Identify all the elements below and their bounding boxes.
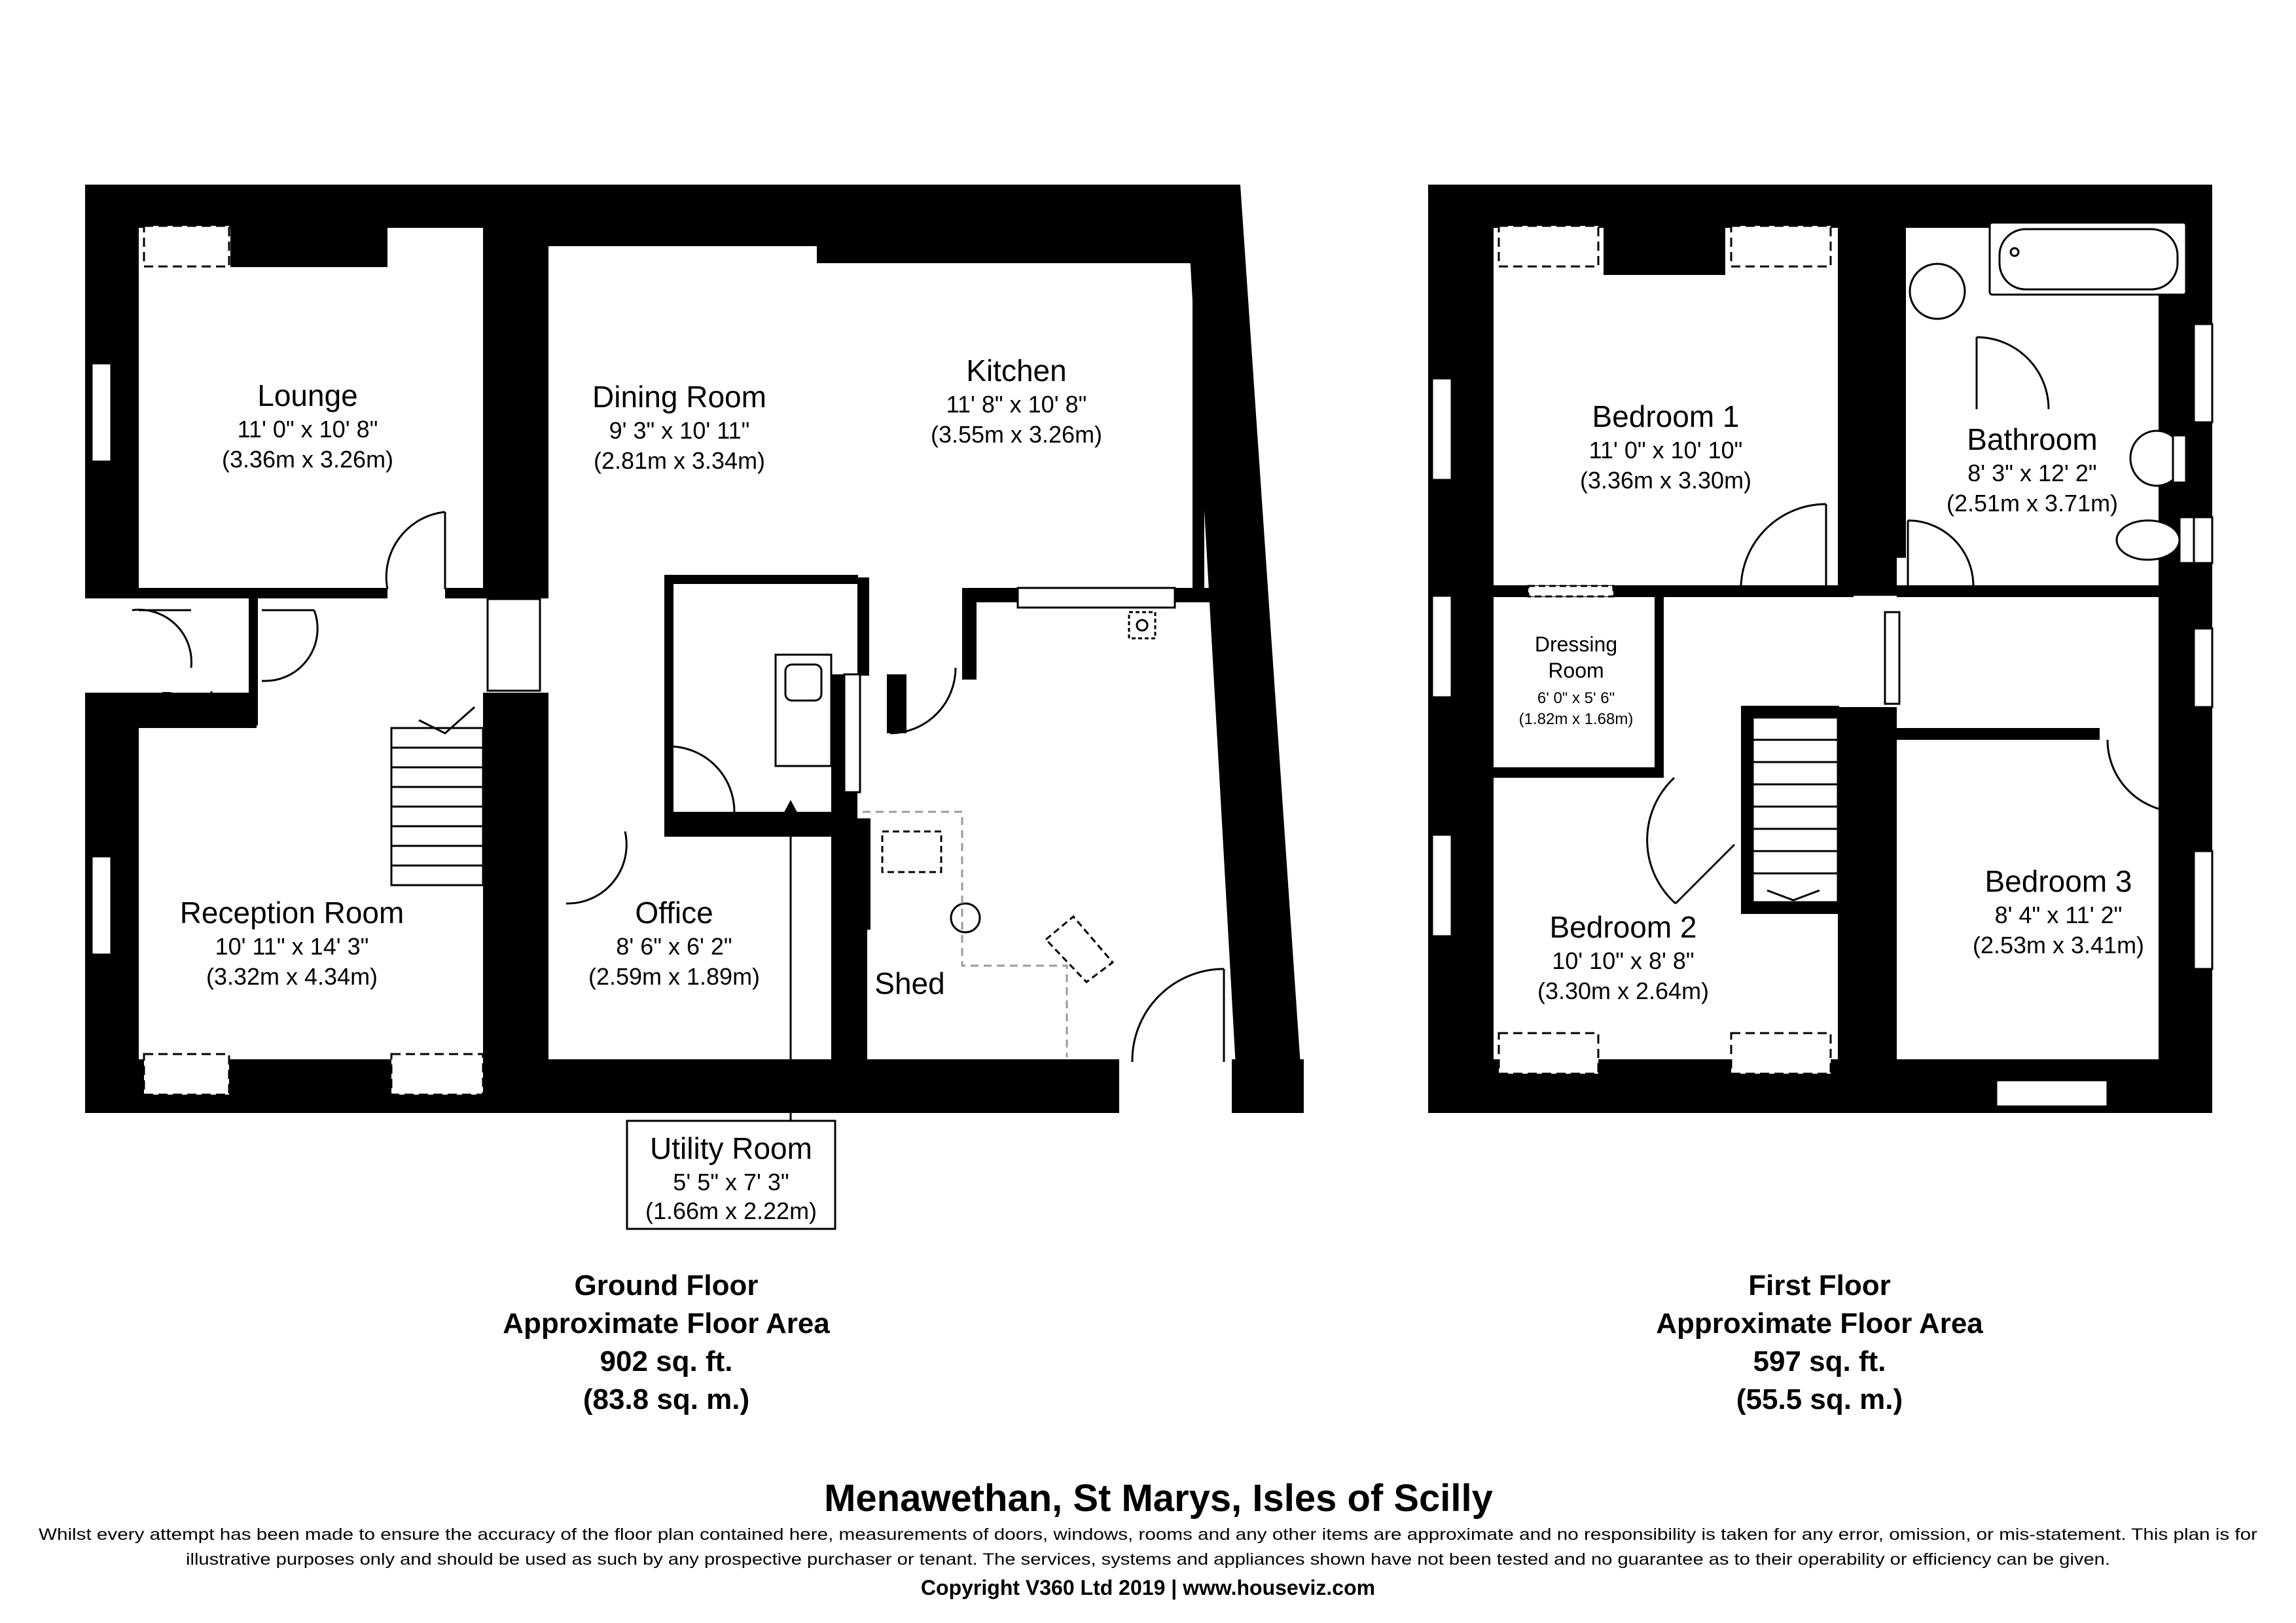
bathroom-fixtures <box>1909 221 2195 564</box>
room-dim-bedroom-3: 8' 4" x 11' 2" <box>1995 902 2123 928</box>
first-floor-area-label: First Floor Approximate Floor Area 597 s… <box>1656 1269 1983 1415</box>
room-name-office: Office <box>635 896 713 930</box>
room-dim-metric-bedroom-2: (3.30m x 2.64m) <box>1537 977 1709 1004</box>
room-dim-bedroom-1: 11' 0" x 10' 10" <box>1589 437 1743 464</box>
room-dim-metric-kitchen: (3.55m x 3.26m) <box>931 421 1102 448</box>
room-dim-office: 8' 6" x 6' 2" <box>616 933 732 960</box>
ground-floor-fixtures <box>774 611 1157 983</box>
first-floor-area-imperial: 597 sq. ft. <box>1753 1345 1886 1377</box>
room-name-kitchen: Kitchen <box>966 354 1066 388</box>
utility-pointer <box>783 799 798 1121</box>
first-floor-windows <box>1431 225 2214 1108</box>
room-dim-kitchen: 11' 8" x 10' 8" <box>946 391 1087 418</box>
room-name-bedroom-1: Bedroom 1 <box>1592 399 1739 433</box>
ground-floor-area-metric: (83.8 sq. m.) <box>583 1383 749 1415</box>
first-floor-plan: Bedroom 1 11' 0" x 10' 10" (3.36m x 3.30… <box>1428 185 2214 1415</box>
room-dim-metric-reception: (3.32m x 4.34m) <box>206 963 378 990</box>
shed-outline <box>863 811 1068 1057</box>
room-name-dressing-line1: Dressing <box>1535 632 1617 656</box>
room-dim-metric-bathroom: (2.51m x 3.71m) <box>1946 490 2118 517</box>
ground-floor-area-label: Ground Floor Approximate Floor Area 902 … <box>503 1269 830 1415</box>
room-dim-metric-utility: (1.66m x 2.22m) <box>645 1197 817 1224</box>
room-name-reception: Reception Room <box>180 896 404 930</box>
disclaimer-line-1: Whilst every attempt has been made to en… <box>39 1525 2257 1544</box>
room-name-shed: Shed <box>874 966 944 1000</box>
first-floor-area-metric: (55.5 sq. m.) <box>1736 1383 1903 1415</box>
first-floor-doors <box>1646 336 2179 905</box>
room-name-bedroom-2: Bedroom 2 <box>1549 910 1696 944</box>
ground-floor-subtitle: Approximate Floor Area <box>503 1307 830 1340</box>
first-floor-title: First Floor <box>1748 1269 1891 1302</box>
room-dim-metric-bedroom-1: (3.36m x 3.30m) <box>1580 467 1751 494</box>
property-address: Menawethan, St Marys, Isles of Scilly <box>824 1477 1493 1520</box>
ground-floor-windows <box>90 225 1176 1096</box>
room-dim-dressing: 6' 0" x 5' 6" <box>1537 689 1615 707</box>
ground-floor-stairs <box>390 706 484 886</box>
room-name-utility: Utility Room <box>650 1131 812 1165</box>
room-name-porch: Porch <box>160 687 222 714</box>
room-name-dressing-line2: Room <box>1548 659 1604 682</box>
room-dim-utility: 5' 5" x 7' 3" <box>673 1169 789 1195</box>
ground-floor-room-labels: Lounge 11' 0" x 10' 8" (3.36m x 3.26m) P… <box>160 354 1102 1224</box>
room-dim-metric-lounge: (3.36m x 3.26m) <box>222 446 393 473</box>
first-floor-subtitle: Approximate Floor Area <box>1656 1307 1983 1340</box>
room-name-bedroom-3: Bedroom 3 <box>1984 864 2132 898</box>
first-floor-room-labels: Bedroom 1 11' 0" x 10' 10" (3.36m x 3.30… <box>1519 399 2144 1004</box>
room-dim-metric-bedroom-3: (2.53m x 3.41m) <box>1973 932 2144 958</box>
copyright: Copyright V360 Ltd 2019 | www.houseviz.c… <box>921 1576 1375 1599</box>
room-name-dining: Dining Room <box>592 380 766 414</box>
room-dim-metric-dining: (2.81m x 3.34m) <box>594 447 765 474</box>
ground-floor-plan: Lounge 11' 0" x 10' 8" (3.36m x 3.26m) P… <box>85 185 1304 1415</box>
room-dim-bathroom: 8' 3" x 12' 2" <box>1967 460 2096 486</box>
utility-room-label-box <box>626 1120 836 1230</box>
ground-floor-area-imperial: 902 sq. ft. <box>600 1345 733 1377</box>
room-dim-lounge: 11' 0" x 10' 8" <box>238 416 378 443</box>
room-dim-bedroom-2: 10' 10" x 8' 8" <box>1552 947 1694 974</box>
footer: Menawethan, St Marys, Isles of Scilly Wh… <box>39 1477 2257 1599</box>
room-dim-metric-office: (2.59m x 1.89m) <box>588 963 760 990</box>
room-dim-metric-dressing: (1.82m x 1.68m) <box>1519 710 1634 728</box>
room-name-bathroom: Bathroom <box>1967 422 2097 456</box>
room-name-lounge: Lounge <box>257 378 358 412</box>
ground-floor-title: Ground Floor <box>574 1269 758 1302</box>
disclaimer-line-2: illustrative purposes only and should be… <box>186 1550 2110 1569</box>
room-dim-dining: 9' 3" x 10' 11" <box>609 417 750 444</box>
room-dim-reception: 10' 11" x 14' 3" <box>215 933 369 960</box>
ground-floor-doors <box>132 511 1225 1063</box>
first-floor-stairs <box>1751 716 1839 903</box>
